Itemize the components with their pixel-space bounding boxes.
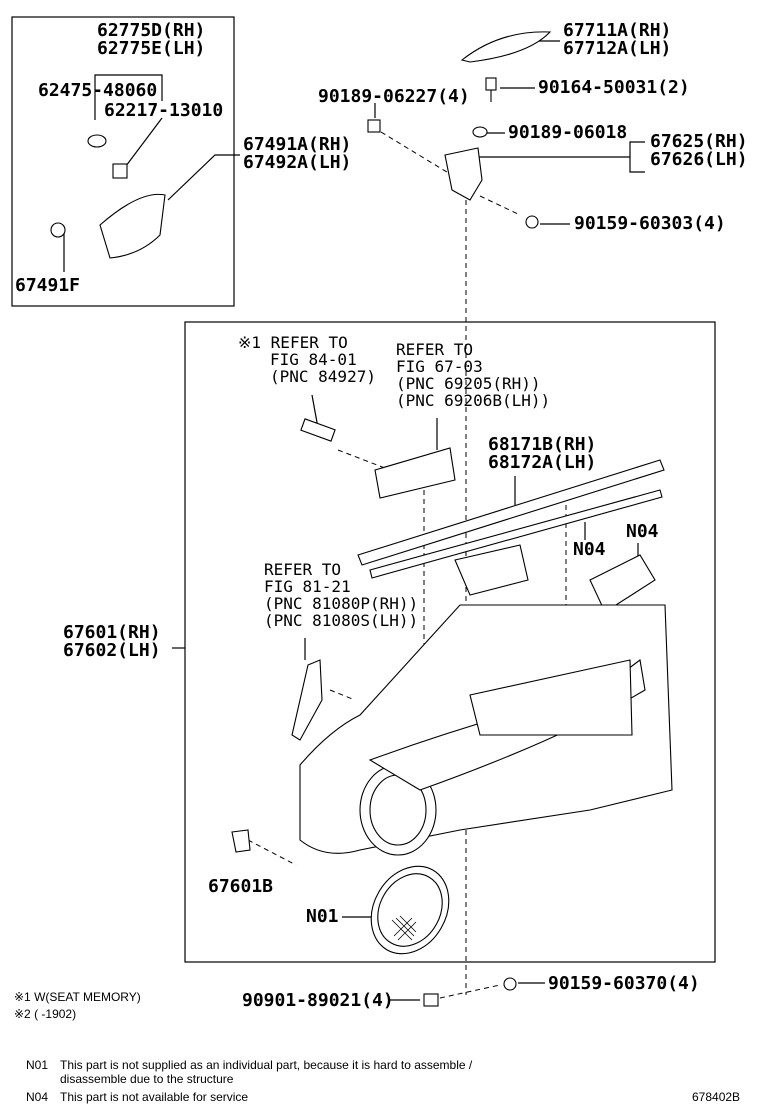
label-90164: 90164-50031(2) — [538, 77, 690, 98]
label-62475: 62475-48060 — [38, 80, 158, 101]
note-n04-code: N04 — [26, 1090, 49, 1104]
part-67491A — [99, 193, 166, 259]
part-90901 — [423, 993, 439, 1007]
part-N04 — [589, 554, 656, 613]
part-62217 — [112, 163, 128, 179]
part-67601B — [231, 829, 251, 853]
note-date: ※2 ( -1902) — [14, 1007, 77, 1021]
part-wire-harness — [291, 659, 323, 741]
part-90159-60303 — [525, 215, 539, 229]
label-67601B: 67601B — [208, 876, 274, 897]
inset-box — [11, 16, 235, 307]
label-90159-60370: 90159-60370(4) — [548, 973, 700, 994]
note-n04-text: This part is not available for service — [60, 1090, 249, 1104]
main-panel-box — [184, 321, 716, 963]
figure-id: 678402B — [692, 1090, 741, 1104]
part-90164 — [485, 77, 497, 91]
label-67601: 67601(RH)67602(LH) — [63, 622, 161, 661]
part-90189-06227 — [367, 119, 381, 133]
reference-fig-84-01: ※1 REFER TO FIG 84-01 (PNC 84927) — [238, 333, 376, 386]
label-90189-06227: 90189-06227(4) — [318, 86, 470, 107]
part-67711 — [460, 31, 552, 63]
label-67491A: 67491A(RH)67492A(LH) — [243, 134, 352, 173]
label-67625: 67625(RH)67626(LH) — [650, 131, 748, 170]
label-N01: N01 — [306, 906, 339, 927]
note-n01-text: This part is not supplied as an individu… — [60, 1058, 473, 1072]
part-90189-06018 — [472, 126, 488, 138]
label-62217: 62217-13010 — [104, 100, 224, 121]
note-seat-memory: ※1 W(SEAT MEMORY) — [14, 990, 141, 1004]
part-62475 — [87, 134, 107, 148]
part-inside-handle — [374, 447, 456, 499]
label-67711A: 67711A(RH)67712A(LH) — [563, 20, 672, 59]
note-n01-text-2: disassemble due to the structure — [60, 1072, 234, 1086]
label-90189-06018: 90189-06018 — [508, 122, 628, 143]
note-n01-code: N01 — [26, 1058, 49, 1072]
label-67491F: 67491F — [15, 275, 81, 296]
label-90159-60303: 90159-60303(4) — [574, 213, 726, 234]
part-switch — [300, 418, 336, 442]
label-62775: 62775D(RH)62775E(LH) — [97, 20, 206, 59]
part-armrest-bracket — [454, 544, 529, 596]
part-67491F — [50, 222, 66, 238]
label-N04-b: N04 — [626, 521, 659, 542]
part-67625 — [444, 147, 483, 201]
label-68171B: 68171B(RH)68172A(LH) — [488, 434, 597, 473]
part-68171 — [357, 459, 665, 566]
part-90159-60370 — [503, 977, 517, 991]
label-N04-a: N04 — [573, 539, 606, 560]
label-90901: 90901-89021(4) — [242, 990, 394, 1011]
